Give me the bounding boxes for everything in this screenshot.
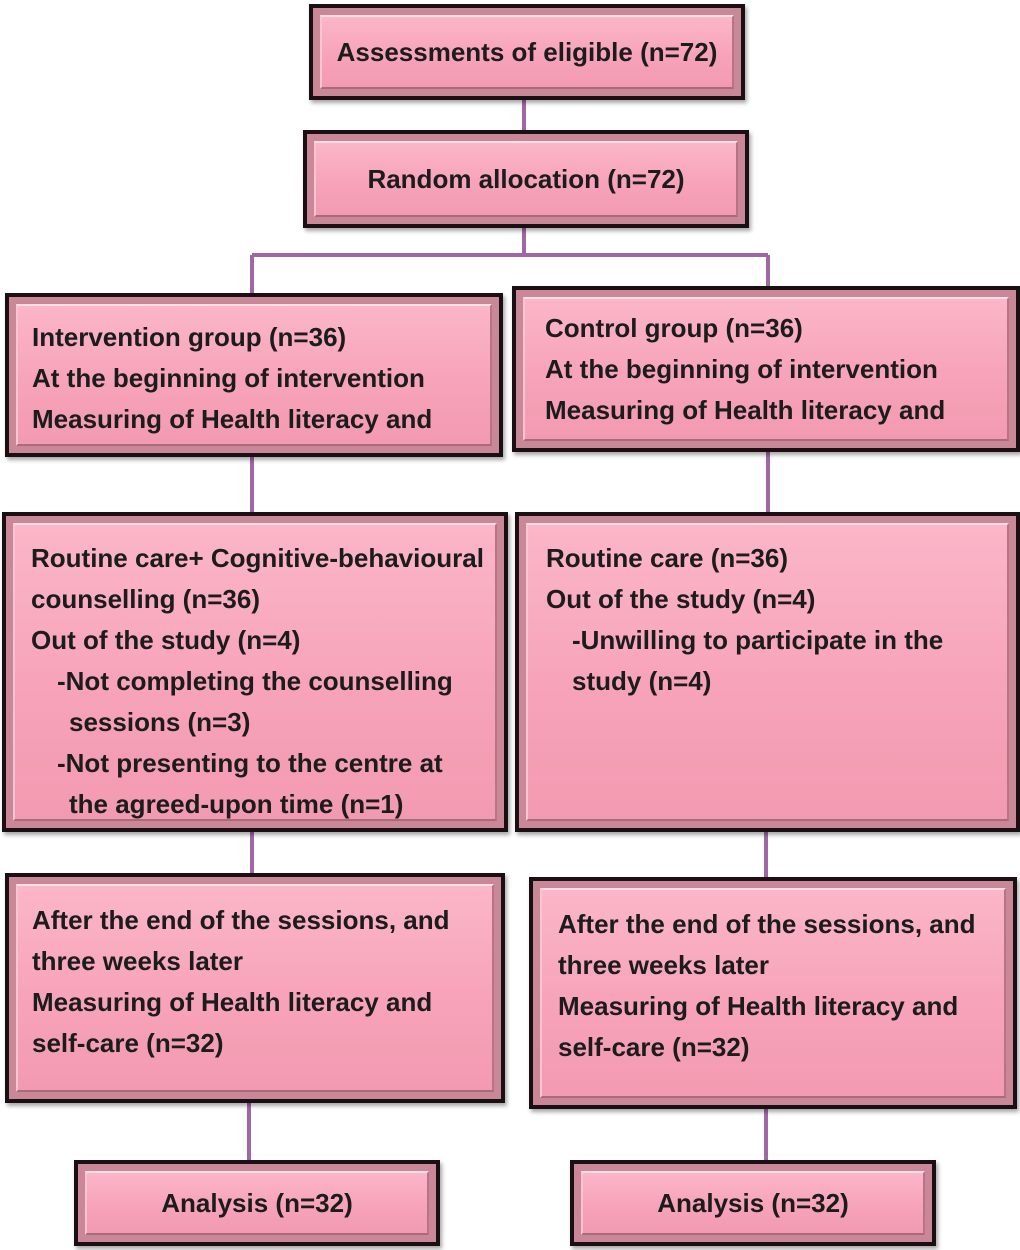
intervention-care-line-2: counselling (n=36) xyxy=(31,584,260,614)
control-care-box-inner: Routine care (n=36) Out of the study (n=… xyxy=(526,523,1009,821)
control-care-line-1: Routine care (n=36) xyxy=(546,543,789,573)
intervention-care-box-inner: Routine care+ Cognitive-behavioural coun… xyxy=(13,523,497,821)
control-followup-line-2: three weeks later xyxy=(558,950,770,980)
intervention-analysis-text: Analysis (n=32) xyxy=(161,1187,353,1218)
intervention-care-box: Routine care+ Cognitive-behavioural coun… xyxy=(2,512,508,832)
intervention-analysis-box-inner: Analysis (n=32) xyxy=(85,1171,429,1235)
assessment-box-inner: Assessments of eligible (n=72) xyxy=(320,15,734,89)
intervention-followup-box-inner: After the end of the sessions, and three… xyxy=(16,884,494,1092)
intervention-followup-line-3: Measuring of Health literacy and xyxy=(32,987,433,1017)
intervention-followup-line-1: After the end of the sessions, and xyxy=(32,905,450,935)
control-analysis-box: Analysis (n=32) xyxy=(570,1160,936,1246)
intervention-care-line-6: -Not presenting to the centre at xyxy=(57,748,443,778)
control-care-line-2: Out of the study (n=4) xyxy=(546,584,816,614)
intervention-care-line-4: -Not completing the counselling xyxy=(57,666,453,696)
assessment-text: Assessments of eligible (n=72) xyxy=(336,36,718,67)
control-group-box-inner: Control group (n=36) At the beginning of… xyxy=(523,297,1009,441)
control-care-line-3: -Unwilling to participate in the xyxy=(572,625,944,655)
intervention-group-line-3: Measuring of Health literacy and xyxy=(32,404,433,434)
control-care-line-4: study (n=4) xyxy=(572,666,712,696)
allocation-box-inner: Random allocation (n=72) xyxy=(314,141,738,217)
intervention-group-box-inner: Intervention group (n=36) At the beginni… xyxy=(16,304,492,446)
intervention-group-box: Intervention group (n=36) At the beginni… xyxy=(5,293,503,457)
control-group-box: Control group (n=36) At the beginning of… xyxy=(512,286,1020,452)
control-followup-box-inner: After the end of the sessions, and three… xyxy=(540,888,1006,1098)
intervention-analysis-box: Analysis (n=32) xyxy=(74,1160,440,1246)
control-group-line-3: Measuring of Health literacy and xyxy=(545,395,946,425)
intervention-care-line-5: sessions (n=3) xyxy=(69,707,251,737)
intervention-group-line-2: At the beginning of intervention xyxy=(32,363,425,393)
control-group-title: Control group (n=36) xyxy=(545,313,803,343)
intervention-care-line-1: Routine care+ Cognitive-behavioural xyxy=(31,543,484,573)
control-followup-line-1: After the end of the sessions, and xyxy=(558,909,976,939)
control-care-box: Routine care (n=36) Out of the study (n=… xyxy=(515,512,1020,832)
allocation-text: Random allocation (n=72) xyxy=(367,163,685,194)
intervention-group-title: Intervention group (n=36) xyxy=(32,322,347,352)
control-group-line-2: At the beginning of intervention xyxy=(545,354,938,384)
intervention-followup-line-2: three weeks later xyxy=(32,946,244,976)
control-followup-line-3: Measuring of Health literacy and xyxy=(558,991,959,1021)
intervention-care-line-3: Out of the study (n=4) xyxy=(31,625,301,655)
control-analysis-box-inner: Analysis (n=32) xyxy=(581,1171,925,1235)
allocation-box: Random allocation (n=72) xyxy=(303,130,749,228)
intervention-care-line-7: the agreed-upon time (n=1) xyxy=(69,789,404,819)
control-followup-box: After the end of the sessions, and three… xyxy=(529,877,1017,1109)
assessment-box: Assessments of eligible (n=72) xyxy=(309,4,745,100)
intervention-followup-box: After the end of the sessions, and three… xyxy=(5,873,505,1103)
intervention-followup-line-4: self-care (n=32) xyxy=(32,1028,224,1058)
control-analysis-text: Analysis (n=32) xyxy=(657,1187,849,1218)
control-followup-line-4: self-care (n=32) xyxy=(558,1032,750,1062)
